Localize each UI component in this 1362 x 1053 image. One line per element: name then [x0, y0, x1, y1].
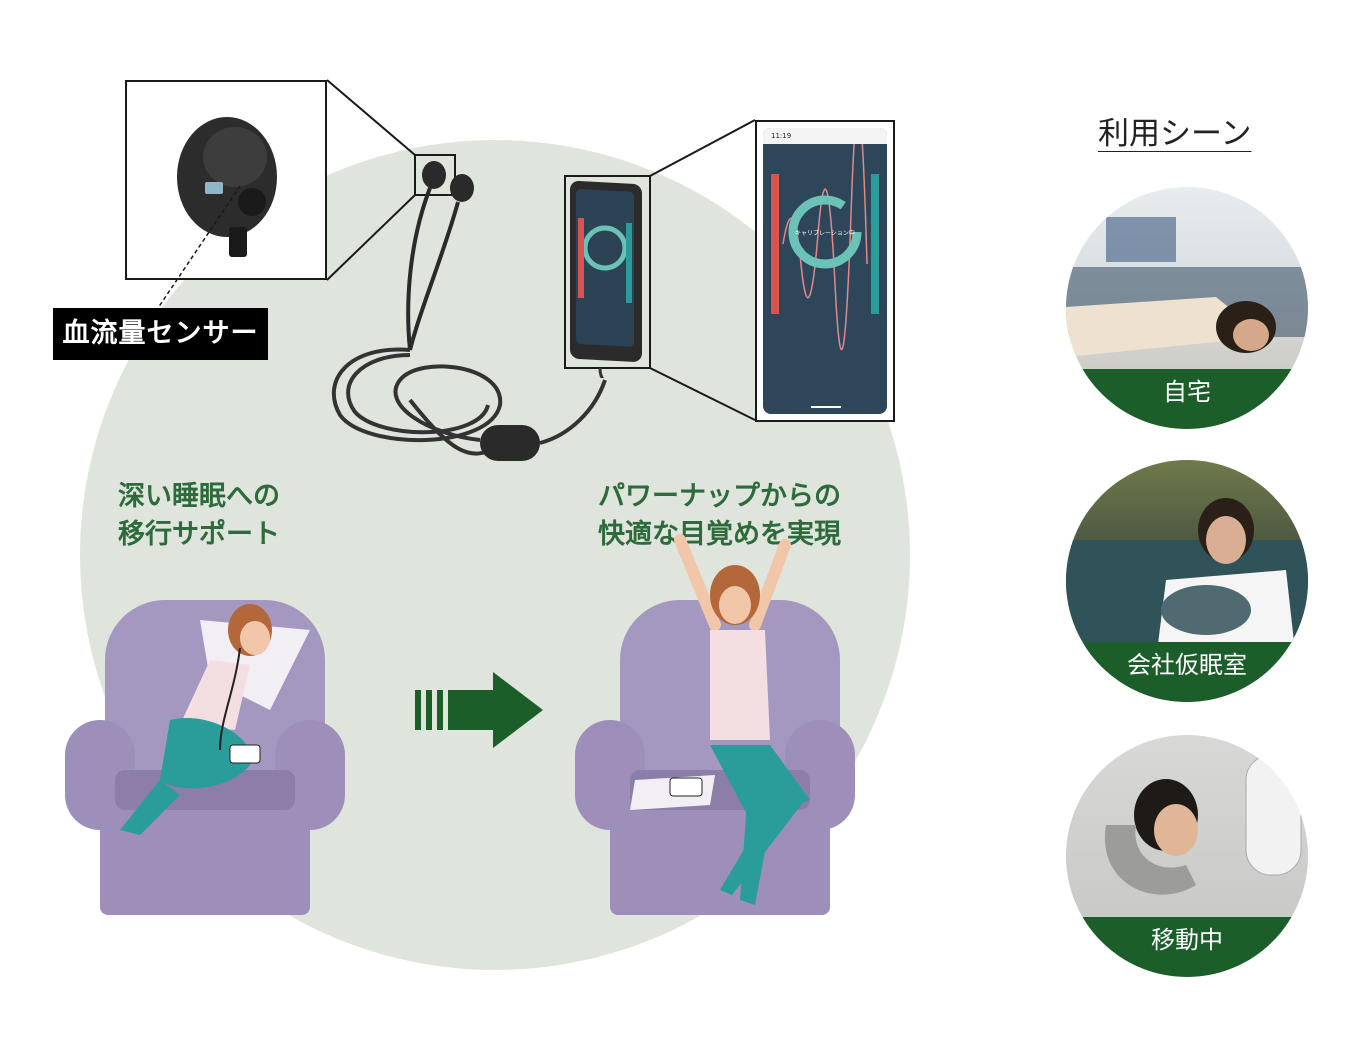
sleeping-woman-armchair-illustration [65, 600, 345, 915]
scene-travel-photo [1104, 754, 1302, 895]
control-box [480, 425, 540, 461]
scene-home: 自宅 [1066, 187, 1308, 429]
caption-wakeup-line2: 快適な目覚めを実現 [598, 519, 841, 550]
phone-time: 11:19 [771, 132, 792, 140]
phone-zoom-box: 11:19 キャリブレーション中 [755, 120, 895, 422]
smartphone-small [570, 180, 642, 378]
caption-deep-sleep: 深い睡眠への 移行サポート [118, 478, 280, 554]
caption-wakeup: パワーナップからの 快適な目覚めを実現 [598, 478, 841, 554]
caption-deep-sleep-line1: 深い睡眠への [118, 481, 280, 512]
scene-office-nap-room: 会社仮眠室 [1066, 460, 1308, 702]
scene-home-photo [1066, 217, 1308, 357]
scene-office-label: 会社仮眠室 [1066, 642, 1308, 702]
usage-scenes-title: 利用シーン [1098, 116, 1252, 152]
calibration-text: キャリブレーション中 [795, 230, 855, 237]
caption-deep-sleep-line2: 移行サポート [118, 519, 280, 550]
scene-travel: 移動中 [1066, 735, 1308, 977]
earbud-sensor-image [177, 117, 277, 257]
arrow-right-icon [415, 672, 543, 748]
scene-office-photo [1066, 498, 1308, 660]
scene-travel-label: 移動中 [1066, 917, 1308, 977]
caption-wakeup-line1: パワーナップからの [598, 481, 841, 512]
sensor-window-icon [205, 182, 223, 194]
sensor-label: 血流量センサー [53, 308, 268, 360]
waking-woman-armchair-illustration [575, 534, 855, 915]
status-bar: 11:19 [763, 128, 887, 144]
scene-home-label: 自宅 [1066, 369, 1308, 429]
earbud-zoom-box [125, 80, 327, 280]
app-screen: 11:19 キャリブレーション中 [763, 128, 887, 414]
earphone-device-image [331, 161, 607, 461]
heart-rate-graph [771, 144, 879, 408]
